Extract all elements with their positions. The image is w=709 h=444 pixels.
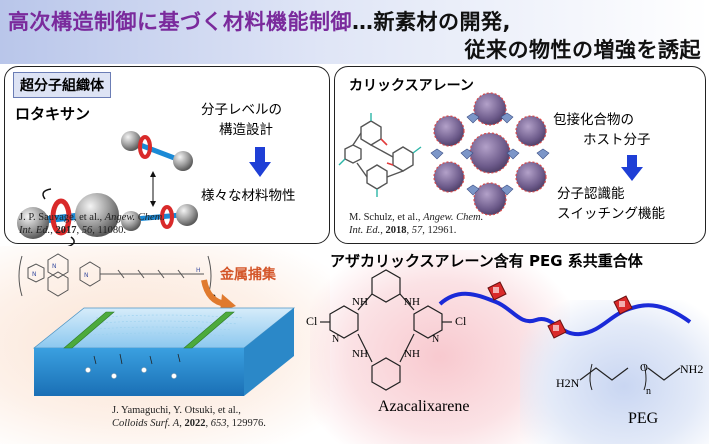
nh-top-left-label: NH <box>352 296 368 308</box>
exchange-arrow <box>150 171 156 207</box>
yamaguchi-citation: J. Yamaguchi, Y. Otsuki, et al., Colloid… <box>112 405 266 429</box>
n-right-label: N <box>432 334 440 345</box>
peg-label: PEG <box>628 410 659 427</box>
title-main: 高次構造制御に基づく材料機能制御 <box>8 10 352 34</box>
copolymer-chain-illustration <box>438 281 692 339</box>
design-text-1: 分子レベルの <box>201 102 282 118</box>
calixarene-crystal-structure <box>430 92 550 216</box>
microfluidic-channel-illustration <box>32 307 296 396</box>
calixarene-panel: カリックスアレーン <box>334 66 706 244</box>
h2n-label: H2N <box>556 376 580 390</box>
header-band <box>0 0 709 64</box>
down-arrow-icon <box>249 147 271 177</box>
azacalixarene-structure <box>320 269 452 391</box>
design-text-2: 構造設計 <box>219 122 273 138</box>
nh-top-right-label: NH <box>404 296 420 308</box>
svg-text:N: N <box>84 272 89 279</box>
supramolecular-panel: 超分子組織体 ロタキサン <box>4 66 330 248</box>
schulz-citation: M. Schulz, et al., Angew. Chem. Int. Ed.… <box>349 212 484 236</box>
down-arrow-icon <box>621 155 643 181</box>
metal-capture-arrow-icon <box>201 279 236 312</box>
rotaxane-upper <box>121 131 193 171</box>
title-tail: …新素材の開発, <box>352 10 511 34</box>
cl-right-label: Cl <box>455 314 467 328</box>
svg-text:H: H <box>196 267 201 274</box>
result-text: 様々な材料物性 <box>201 188 296 204</box>
title-line-1: 高次構造制御に基づく材料機能制御…新素材の開発, <box>8 6 511 36</box>
rotaxane-lower <box>121 204 198 231</box>
rotaxane-large <box>17 188 119 248</box>
o-label: O <box>640 362 648 374</box>
title-line-2: 従来の物性の増強を誘起 <box>464 38 701 62</box>
metal-capture-label: 金属捕集 <box>220 267 276 283</box>
nh-bottom-right-label: NH <box>404 348 420 360</box>
rotaxane-label: ロタキサン <box>15 105 91 123</box>
calixarene-stick-structure <box>338 113 422 197</box>
azacalixarene-label: Azacalixarene <box>378 398 470 415</box>
copolymer-title: アザカリックスアレーン含有 PEG 系共重合体 <box>330 252 643 270</box>
peg-structure <box>579 363 681 391</box>
svg-text:N: N <box>52 263 57 270</box>
svg-text:N: N <box>32 271 37 278</box>
cl-left-label: Cl <box>306 314 318 328</box>
supramolecular-label: 超分子組織体 <box>13 72 111 98</box>
inclusion-text: 包接化合物の <box>553 112 634 128</box>
nh2-label: NH2 <box>680 362 704 376</box>
switching-text: スイッチング機能 <box>557 206 665 222</box>
peg-repeat-n: n <box>646 386 651 397</box>
rotaxane-illustration <box>17 131 198 248</box>
recognition-text: 分子認識能 <box>557 186 625 202</box>
n-left-label: N <box>332 334 340 345</box>
sauvage-citation: J. P. Sauvage, et al., Angew. Chem. Int.… <box>19 212 165 236</box>
nh-bottom-left-label: NH <box>352 348 368 360</box>
calixarene-label: カリックスアレーン <box>349 78 474 94</box>
polymer-repeat-unit-structure: N N N H <box>18 253 212 297</box>
host-molecule-text: ホスト分子 <box>583 132 651 148</box>
